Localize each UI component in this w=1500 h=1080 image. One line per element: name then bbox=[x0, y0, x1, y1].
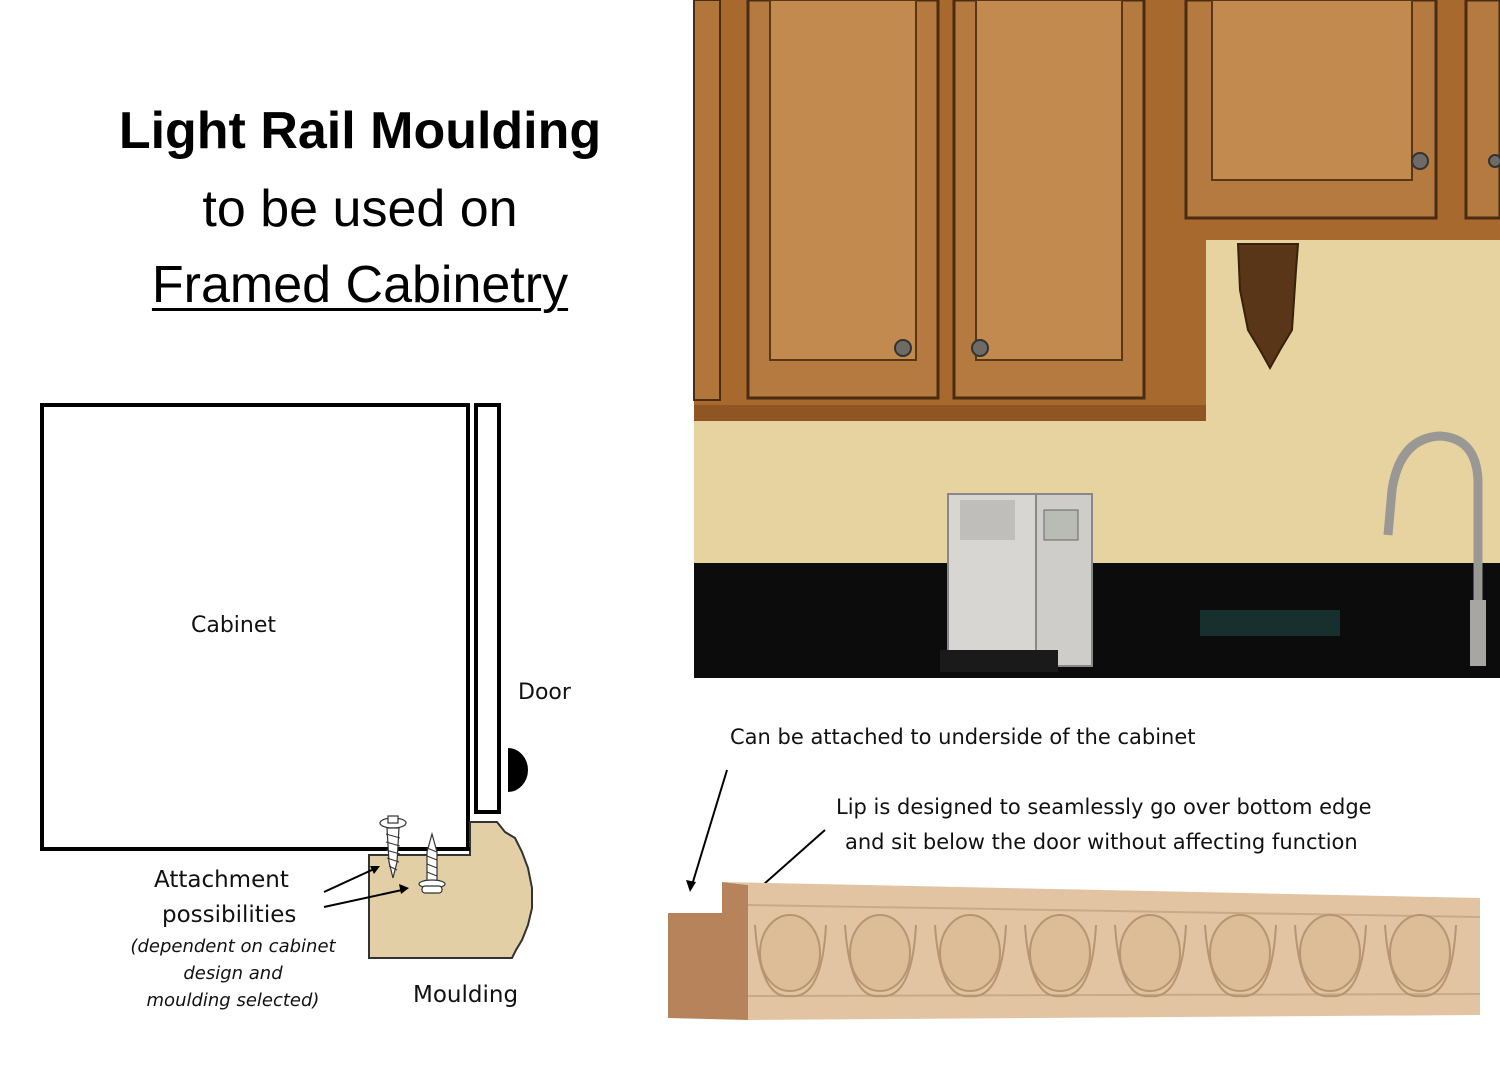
door-label: Door bbox=[518, 680, 571, 705]
screw-icon bbox=[379, 815, 407, 879]
attachment-note-line2: design and bbox=[183, 963, 283, 984]
kitchen-photo bbox=[693, 0, 1500, 678]
cabinet-label: Cabinet bbox=[191, 613, 277, 638]
attachment-arrows bbox=[323, 866, 409, 908]
attachment-note: (dependent on cabinet design and mouldin… bbox=[100, 933, 366, 1014]
page-subtitle-emphasis: Framed Cabinetry bbox=[60, 254, 660, 316]
attachment-label-line2: possibilities bbox=[162, 902, 297, 928]
attachment-note-line1: (dependent on cabinet bbox=[130, 936, 336, 957]
lip-note-line1: Lip is designed to seamlessly go over bo… bbox=[836, 795, 1372, 819]
underside-note: Can be attached to underside of the cabi… bbox=[730, 725, 1196, 749]
page-subtitle: to be used on bbox=[202, 180, 518, 238]
attachment-label-line1: Attachment bbox=[154, 867, 289, 893]
moulding-product-image bbox=[668, 882, 1481, 1020]
door-knob-icon bbox=[508, 748, 528, 792]
cabinet-box bbox=[40, 403, 470, 851]
page-title: Light Rail Moulding bbox=[118, 102, 602, 160]
screw-icon bbox=[418, 831, 446, 894]
moulding-profile bbox=[368, 821, 533, 959]
lip-note-line2: and sit below the door without affecting… bbox=[845, 830, 1358, 854]
underside-arrow bbox=[686, 769, 728, 892]
moulding-label: Moulding bbox=[413, 982, 519, 1008]
attachment-note-line3: moulding selected) bbox=[146, 990, 320, 1011]
door-panel bbox=[474, 403, 501, 814]
framed-cabinetry-text: Framed Cabinetry bbox=[151, 256, 569, 314]
